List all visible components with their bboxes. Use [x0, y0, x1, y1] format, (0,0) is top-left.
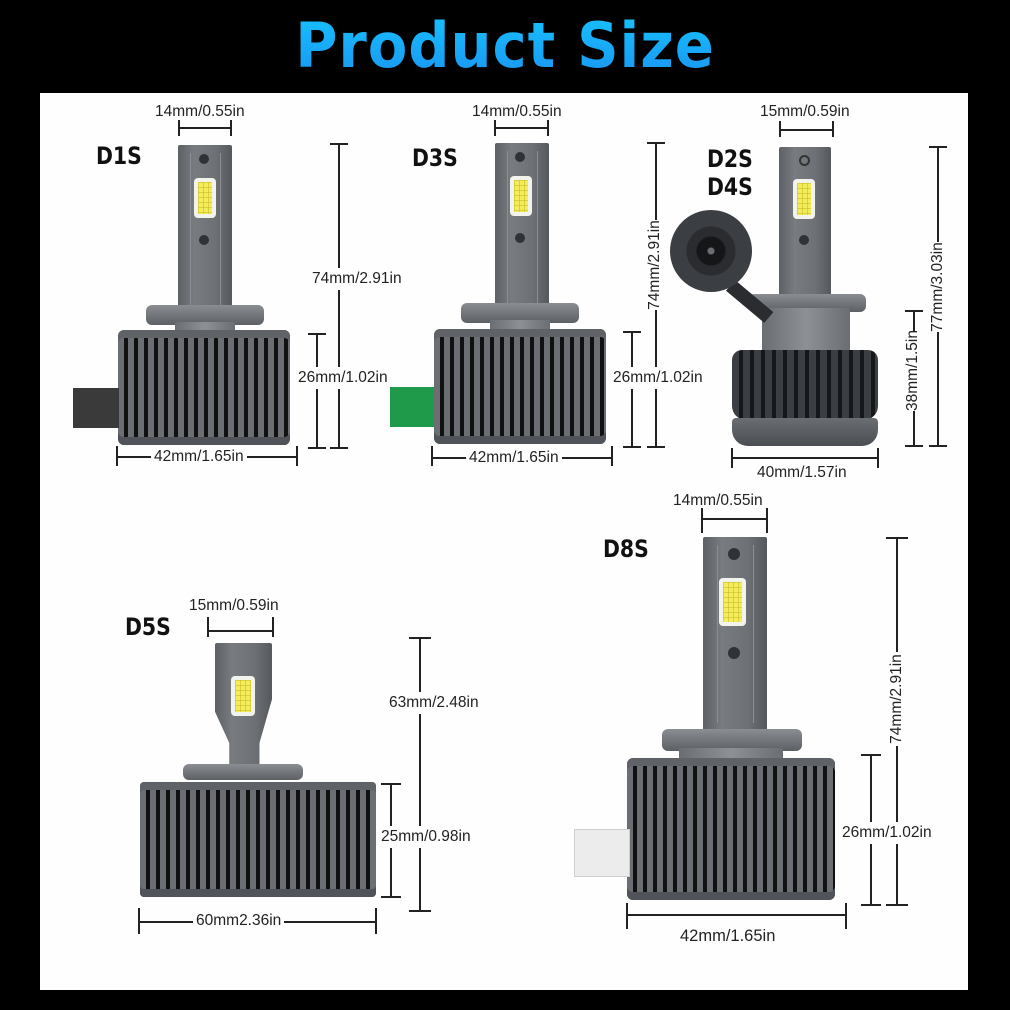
- dimension-tick: [296, 446, 298, 466]
- base-height-label: 25mm/0.98in: [381, 826, 471, 848]
- dimension-line: [631, 331, 633, 447]
- stem-width-label: 15mm/0.59in: [760, 103, 850, 120]
- screw-dot: [799, 155, 810, 166]
- base-width-label: 60mm2.36in: [193, 912, 285, 930]
- model-label: D5S: [125, 613, 171, 641]
- led-chip: [510, 176, 532, 216]
- bulb-neck: [762, 308, 850, 358]
- screw-dot: [728, 548, 740, 560]
- heatsink-base: [434, 329, 606, 444]
- bulb-stem: [703, 537, 767, 733]
- model-label-d2s: D2S: [707, 145, 753, 173]
- model-label-d4s: D4S: [707, 173, 753, 201]
- dimension-tick: [308, 447, 326, 449]
- base-height-label: 38mm/1.5in: [904, 330, 922, 411]
- heatsink-base: [118, 330, 290, 445]
- base-width-label: 40mm/1.57in: [757, 464, 847, 481]
- bulb-collar: [146, 305, 264, 325]
- dimension-line: [178, 127, 232, 129]
- bulb-stem: [178, 145, 232, 315]
- stem-width-label: 14mm/0.55in: [472, 103, 562, 120]
- total-height-label: 74mm/2.91in: [312, 268, 402, 290]
- total-height-label: 74mm/2.91in: [888, 652, 906, 746]
- dimension-tick: [845, 903, 847, 929]
- total-height-label: 74mm/2.91in: [646, 220, 664, 310]
- dimension-tick: [766, 508, 768, 533]
- dimension-tick: [929, 445, 947, 447]
- dimension-line: [207, 630, 274, 632]
- dimension-tick: [330, 447, 348, 449]
- dimension-tick: [647, 446, 665, 448]
- model-label: D3S: [412, 144, 458, 172]
- total-height-label: 77mm/3.03in: [929, 242, 947, 332]
- page-title: Product Size: [35, 4, 974, 88]
- dimension-tick: [272, 617, 274, 637]
- bulb-collar: [461, 303, 579, 323]
- dimension-tick: [207, 617, 209, 637]
- dimension-line: [779, 129, 834, 131]
- bulb-collar: [748, 294, 866, 312]
- base-height-label: 26mm/1.02in: [613, 367, 703, 389]
- bulb-collar: [183, 764, 303, 780]
- dimension-tick: [381, 896, 401, 898]
- base-width-label: 42mm/1.65in: [680, 927, 776, 945]
- heatsink-base: [140, 782, 376, 897]
- screw-dot: [728, 647, 740, 659]
- dimension-tick: [375, 908, 377, 934]
- led-chip: [719, 578, 746, 626]
- dimension-tick: [886, 904, 908, 906]
- dimension-line: [419, 637, 421, 911]
- total-height-label: 63mm/2.48in: [389, 692, 479, 714]
- dimension-tick: [877, 448, 879, 468]
- bulb-stem: [779, 147, 831, 297]
- led-chip: [231, 676, 255, 716]
- model-label: D8S: [603, 535, 649, 563]
- heatsink-base: [627, 758, 835, 900]
- screw-dot: [799, 235, 809, 245]
- base-height-label: 26mm/1.02in: [298, 367, 388, 389]
- screw-dot: [199, 235, 209, 245]
- led-chip: [194, 178, 216, 218]
- dimension-tick: [623, 446, 641, 448]
- dimension-tick: [611, 446, 613, 466]
- dimension-tick: [409, 910, 431, 912]
- connector-white: [574, 829, 630, 877]
- dimension-line: [316, 333, 318, 448]
- led-chip: [793, 179, 815, 219]
- heatsink-base: [732, 350, 878, 420]
- stem-width-label: 15mm/0.59in: [189, 597, 279, 614]
- base-height-label: 26mm/1.02in: [842, 822, 932, 844]
- dimension-line: [626, 914, 846, 916]
- base-foot: [732, 418, 878, 446]
- dimension-line: [701, 518, 768, 520]
- screw-dot: [515, 233, 525, 243]
- dimension-line: [494, 127, 549, 129]
- connector-dark: [73, 388, 119, 428]
- connector-green: [390, 387, 434, 427]
- dust-cap: [670, 210, 752, 292]
- dimension-tick: [626, 903, 628, 929]
- dimension-tick: [905, 445, 923, 447]
- dimension-tick: [861, 904, 881, 906]
- stem-width-label: 14mm/0.55in: [673, 492, 763, 509]
- bulb-collar: [662, 729, 802, 751]
- model-label: D1S: [96, 142, 142, 170]
- screw-dot: [515, 152, 525, 162]
- base-width-label: 42mm/1.65in: [151, 448, 247, 466]
- dimension-line: [731, 457, 879, 459]
- screw-dot: [199, 154, 209, 164]
- bulb-stem: [495, 143, 549, 313]
- base-width-label: 42mm/1.65in: [466, 449, 562, 467]
- dimension-tick: [431, 446, 433, 466]
- stem-width-label: 14mm/0.55in: [155, 103, 245, 120]
- dimension-tick: [701, 508, 703, 533]
- dimension-line: [338, 143, 340, 448]
